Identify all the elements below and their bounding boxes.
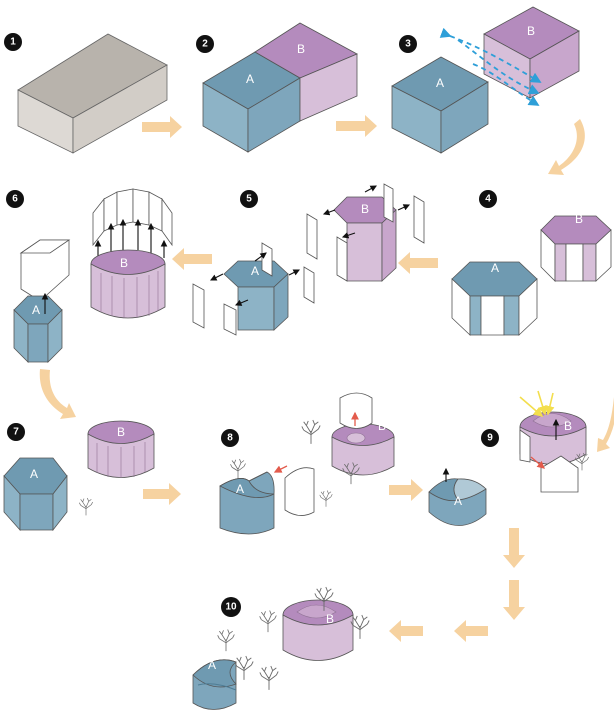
- step-2-group: 2 A B: [196, 22, 377, 153]
- mass-label-b-step-5: B: [361, 202, 369, 216]
- mass-label-a-step-2: A: [246, 72, 254, 86]
- mass-label-b-step-3: B: [527, 24, 535, 38]
- arrow-3-to-4: [548, 119, 585, 175]
- step-number-3: 3: [405, 39, 411, 50]
- arrow-9-incoming: [597, 397, 614, 452]
- mass-label-a-step-8: A: [236, 482, 244, 496]
- step-number-4: 4: [485, 194, 491, 205]
- octagonal-masses-with-slots: B A: [451, 212, 612, 336]
- arrow-7-to-8: [143, 483, 181, 505]
- step-badge-8: 8: [221, 429, 239, 447]
- step-badge-1: 1: [4, 33, 22, 51]
- tree-icon-step-8-1: [230, 458, 246, 479]
- separated-volumes: A B: [391, 6, 580, 154]
- vertical-connector-9-10: [389, 528, 525, 642]
- step-number-10: 10: [225, 602, 237, 613]
- final-composition: B A: [192, 586, 370, 710]
- step-badge-7: 7: [7, 423, 25, 441]
- mass-label-a-step-7: A: [30, 467, 38, 481]
- step-badge-9: 9: [481, 429, 499, 447]
- step-number-2: 2: [202, 39, 208, 50]
- arrow-4-to-5: [398, 252, 438, 274]
- carving-and-landscape: B A A: [219, 392, 487, 535]
- arrow-8-to-detail: [389, 479, 423, 501]
- mass-label-b-step-6: B: [120, 256, 128, 270]
- split-volume: A B: [202, 22, 358, 153]
- mass-label-a-step-6: A: [32, 303, 40, 317]
- tree-icon-step-10-6: [259, 665, 279, 691]
- step-6-group: 6: [6, 188, 173, 419]
- mass-label-b-step-8: B: [378, 419, 386, 433]
- mass-label-a-step-8-detail: A: [454, 494, 462, 508]
- tree-icon-step-7: [78, 497, 94, 516]
- step-number-1: 1: [10, 37, 16, 48]
- step-10-group: 10 B A: [192, 586, 370, 710]
- mass-label-b-step-9: B: [564, 419, 572, 433]
- step-number-5: 5: [246, 194, 252, 205]
- arrow-6-to-7: [39, 369, 76, 419]
- arrow-5-to-6: [172, 248, 212, 270]
- step-4-group: 4 B A: [398, 190, 612, 336]
- rounded-mass-and-lifted-walls: B A: [13, 188, 173, 363]
- step-badge-5: 5: [240, 190, 258, 208]
- step-9-group: 9 B: [481, 390, 614, 493]
- tree-icon-step-10-1: [259, 610, 277, 633]
- step-badge-6: 6: [6, 190, 24, 208]
- step-3-group: 3 A B: [391, 6, 585, 175]
- initial-volume: [17, 33, 168, 154]
- step-badge-3: 3: [399, 35, 417, 53]
- mass-label-a-step-10: A: [208, 658, 216, 672]
- step-5-group: 5 B A: [172, 183, 425, 336]
- tree-icon-step-10-5: [234, 655, 254, 681]
- mass-label-b-step-10: B: [326, 612, 334, 626]
- tree-icon-step-10-3: [350, 614, 370, 640]
- arrow-to-10-a: [454, 620, 488, 642]
- step-number-7: 7: [13, 427, 19, 438]
- mass-label-b-step-7: B: [117, 425, 125, 439]
- mass-label-a-step-5: A: [251, 264, 259, 278]
- unfolded-walls: B A: [192, 183, 425, 336]
- mass-label-a-step-4: A: [491, 261, 499, 275]
- arrow-down-2: [503, 580, 525, 620]
- arrow-down-1: [503, 528, 525, 568]
- tree-icon-step-8-2: [301, 419, 321, 445]
- step-7-group: 7 B A: [3, 420, 181, 532]
- step-badge-4: 4: [479, 190, 497, 208]
- mass-label-a-step-3: A: [436, 76, 444, 90]
- arrow-2-to-3: [336, 115, 377, 137]
- step-number-6: 6: [12, 194, 18, 205]
- step-badge-10: 10: [221, 597, 241, 617]
- arrow-1-to-2: [142, 116, 182, 138]
- tree-icon-step-8-4: [319, 490, 333, 508]
- arrow-to-10-b: [389, 620, 423, 642]
- step-badge-2: 2: [196, 35, 214, 53]
- step-8-group: 8 B A A: [219, 392, 487, 535]
- step-number-9: 9: [487, 433, 493, 444]
- step-number-8: 8: [227, 433, 233, 444]
- mass-label-b-step-2: B: [297, 42, 305, 56]
- step-1-group: 1: [4, 33, 182, 154]
- mass-label-b-step-4: B: [575, 212, 583, 226]
- tree-icon-step-10-4: [217, 629, 235, 652]
- combined-mass-layout: B A: [3, 420, 155, 532]
- opened-ring-with-sunlight: B: [519, 390, 590, 493]
